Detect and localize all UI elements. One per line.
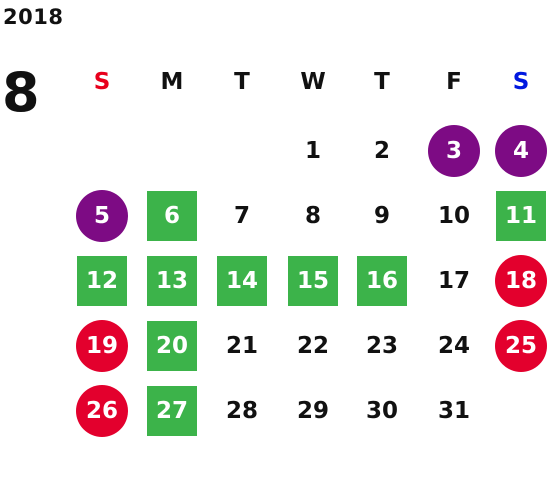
- day-cell[interactable]: 9: [373, 202, 390, 229]
- day-cell[interactable]: 21: [225, 332, 258, 359]
- day-cell-highlighted-circle[interactable]: 3: [428, 125, 480, 177]
- weekday-label: F: [446, 69, 462, 95]
- calendar-year: 2018: [3, 5, 64, 29]
- day-cell[interactable]: 29: [296, 397, 329, 424]
- day-cell[interactable]: 1: [304, 137, 321, 164]
- weekday-label: T: [234, 69, 250, 95]
- day-cell-highlighted-square[interactable]: 6: [147, 191, 197, 241]
- day-cell-highlighted-square[interactable]: 14: [217, 256, 267, 306]
- weekday-label: S: [512, 69, 530, 95]
- calendar-month: 8: [2, 61, 40, 124]
- day-cell-highlighted-circle[interactable]: 19: [76, 320, 128, 372]
- day-cell-highlighted-square[interactable]: 27: [147, 386, 197, 436]
- weekday-label: M: [160, 69, 184, 95]
- day-cell[interactable]: 10: [437, 202, 470, 229]
- day-cell-highlighted-circle[interactable]: 4: [495, 125, 547, 177]
- day-cell[interactable]: 23: [365, 332, 398, 359]
- day-cell[interactable]: 17: [437, 267, 470, 294]
- day-cell-highlighted-square[interactable]: 12: [77, 256, 127, 306]
- day-cell[interactable]: 24: [437, 332, 470, 359]
- weekday-label: S: [93, 69, 111, 95]
- day-cell-highlighted-square[interactable]: 20: [147, 321, 197, 371]
- day-cell[interactable]: 8: [304, 202, 321, 229]
- day-cell-highlighted-square[interactable]: 16: [357, 256, 407, 306]
- day-cell[interactable]: 2: [373, 137, 390, 164]
- day-cell-highlighted-circle[interactable]: 5: [76, 190, 128, 242]
- day-cell-highlighted-circle[interactable]: 26: [76, 385, 128, 437]
- day-cell-highlighted-circle[interactable]: 18: [495, 255, 547, 307]
- day-cell[interactable]: 22: [296, 332, 329, 359]
- day-cell[interactable]: 31: [437, 397, 470, 424]
- day-cell[interactable]: 30: [365, 397, 398, 424]
- day-cell-highlighted-circle[interactable]: 25: [495, 320, 547, 372]
- day-cell-highlighted-square[interactable]: 13: [147, 256, 197, 306]
- weekday-label: T: [374, 69, 390, 95]
- day-cell[interactable]: 7: [233, 202, 250, 229]
- day-cell-highlighted-square[interactable]: 15: [288, 256, 338, 306]
- day-cell-highlighted-square[interactable]: 11: [496, 191, 546, 241]
- day-cell[interactable]: 28: [225, 397, 258, 424]
- weekday-label: W: [300, 69, 326, 95]
